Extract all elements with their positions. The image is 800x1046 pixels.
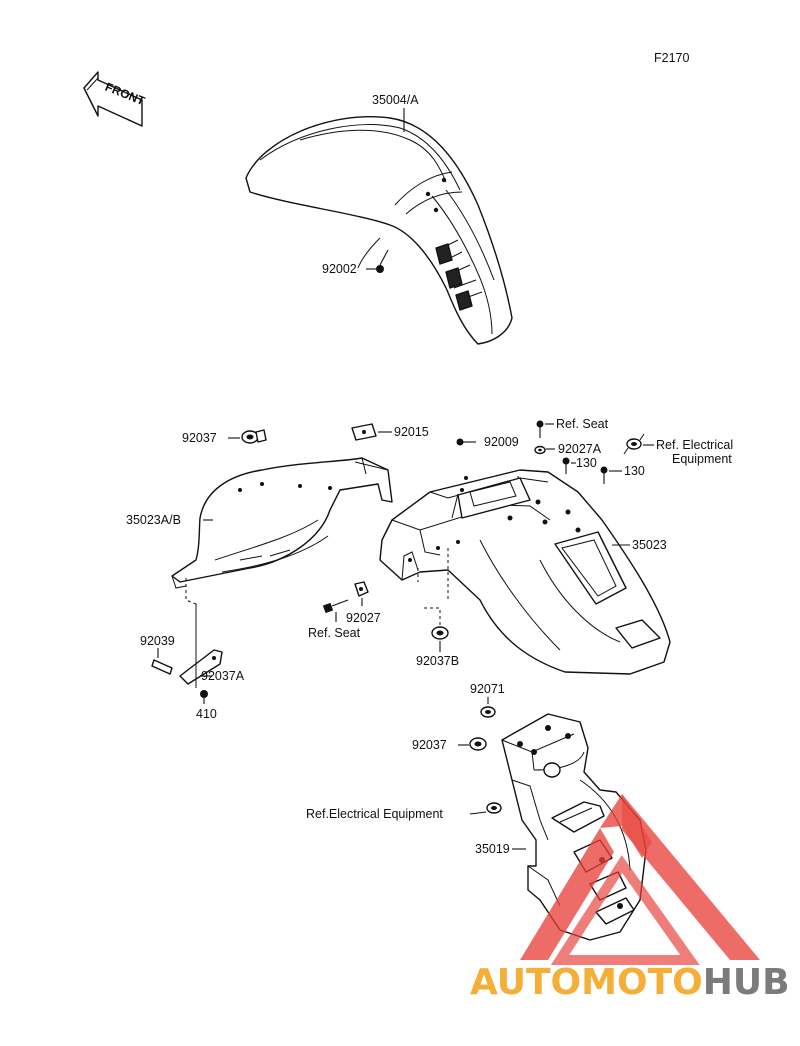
bolt-ref-seat-mid-icon	[322, 599, 349, 614]
watermark-triangle-right	[622, 794, 760, 960]
grommet-92071-icon	[480, 706, 496, 718]
callout-35004A: 35004/A	[372, 93, 419, 107]
callout-ref-seat-top: Ref. Seat	[556, 417, 609, 431]
callout-35019: 35019	[475, 842, 510, 856]
watermark-triangle-inner	[550, 855, 700, 965]
callout-92037-top: 92037	[182, 431, 217, 445]
callout-ref-electrical-top-1: Ref. Electrical	[656, 438, 733, 452]
bracket-92037a-icon	[179, 649, 223, 685]
bolt-92009-icon	[456, 438, 476, 446]
watermark-text: AUTOMOTOHUB	[470, 962, 790, 1003]
callout-130-b: 130	[624, 464, 645, 478]
washer-92027-icon	[354, 581, 369, 597]
callout-92071: 92071	[470, 682, 505, 696]
watermark-logo: AUTOMOTOHUB	[470, 794, 790, 1003]
nut-410-icon	[200, 690, 208, 698]
callout-ref-electrical-top-2: Equipment	[672, 452, 732, 466]
watermark-text-moto: MOTO	[581, 962, 703, 1003]
callout-410: 410	[196, 707, 217, 721]
callout-35023: 35023	[632, 538, 667, 552]
callout-92037-low: 92037	[412, 738, 447, 752]
watermark-text-hub: HUB	[703, 962, 790, 1003]
callout-92037b: 92037B	[416, 654, 459, 668]
watermark-triangle-left	[520, 828, 614, 960]
rivet-92039-icon	[151, 659, 173, 675]
callout-ref-electrical-low: Ref.Electrical Equipment	[306, 807, 443, 821]
clip-ref-electrical-low-icon	[486, 802, 502, 814]
callout-92015: 92015	[394, 425, 429, 439]
callout-92037a: 92037A	[201, 669, 245, 683]
front-arrow-icon: FRONT	[83, 71, 147, 127]
bolt-130-b-icon	[600, 466, 608, 484]
callout-35023ab: 35023A/B	[126, 513, 181, 527]
callout-92027: 92027	[346, 611, 381, 625]
clip-92037b-icon	[431, 626, 449, 640]
watermark-text-auto: AUTO	[470, 962, 581, 1003]
clip-92037-top-icon	[241, 429, 267, 444]
washer-92027a-icon	[534, 445, 546, 455]
bolt-130-a-icon	[562, 457, 570, 474]
clip-92015-icon	[351, 423, 377, 441]
callout-92039: 92039	[140, 634, 175, 648]
callout-92002: 92002	[322, 262, 357, 276]
figure-code: F2170	[654, 51, 689, 65]
inner-fender-35023ab	[171, 457, 393, 589]
rear-fender-35023	[379, 469, 671, 675]
callout-92009: 92009	[484, 435, 519, 449]
clip-92037-low-icon	[469, 737, 487, 751]
clip-ref-electrical-top-icon	[623, 433, 645, 455]
callout-130-a: 130	[576, 456, 597, 470]
bolt-ref-seat-top-icon	[536, 420, 544, 438]
front-fender	[245, 116, 513, 345]
bolt-92002-icon	[376, 249, 389, 273]
callout-92027a: 92027A	[558, 442, 602, 456]
callout-ref-seat-mid: Ref. Seat	[308, 626, 361, 640]
